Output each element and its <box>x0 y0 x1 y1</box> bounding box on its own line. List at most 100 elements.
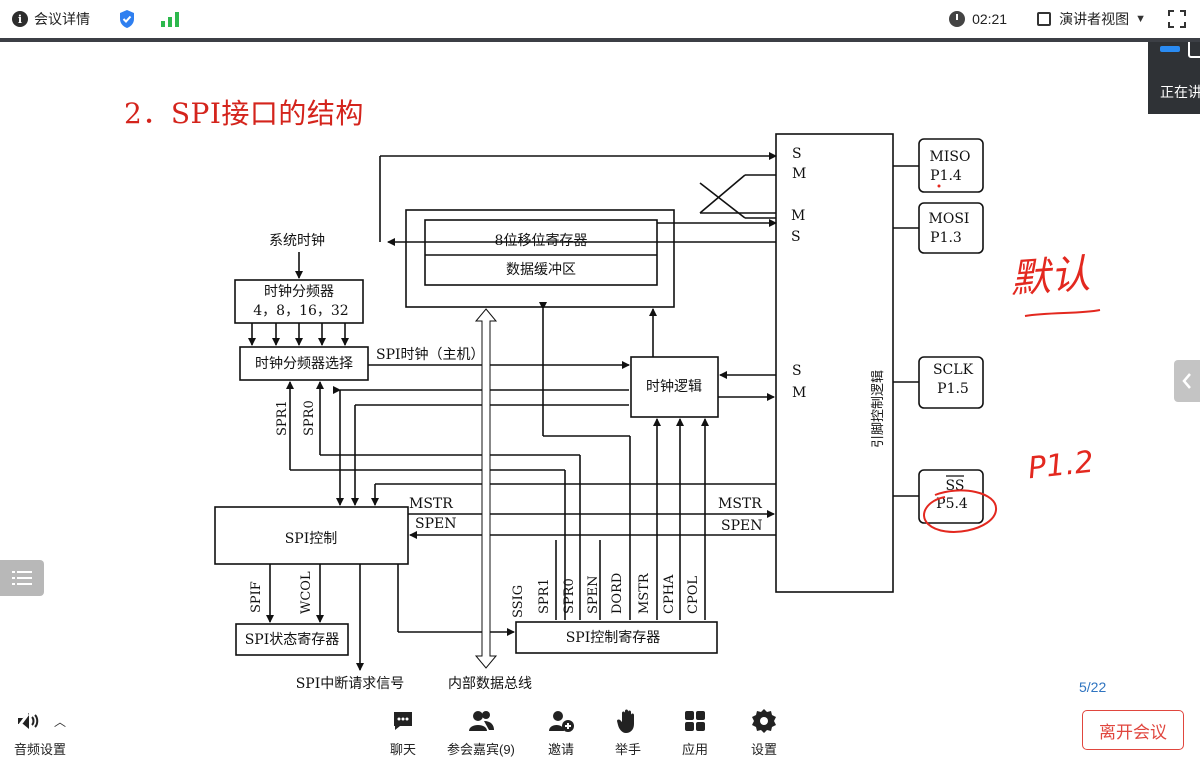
window-icon[interactable] <box>1188 42 1200 58</box>
shift-register-inner-box <box>424 219 658 286</box>
divider-select-box <box>239 346 369 381</box>
chat-button[interactable]: 聊天 <box>390 708 416 758</box>
fullscreen-icon[interactable] <box>1168 10 1186 28</box>
raise-hand-label: 举手 <box>615 742 642 757</box>
miso-label: MISO <box>930 149 971 165</box>
divider-select-label: 时钟分频器选择 <box>255 355 353 372</box>
apps-button[interactable]: 应用 <box>682 708 708 758</box>
speaker-view-button[interactable]: 演讲者视图 <box>1059 11 1130 27</box>
raise-hand-button[interactable]: 举手 <box>615 708 641 758</box>
ctrl-bit-dord: DORD <box>610 573 625 614</box>
raise-hand-icon <box>617 709 634 733</box>
top-bar: i 会议详情 02:21 演讲者视图 ▼ <box>0 0 1200 42</box>
red-circle-annotation <box>923 489 997 533</box>
settings-button[interactable]: 设置 <box>751 708 777 758</box>
info-icon[interactable]: i <box>12 11 28 27</box>
collapse-panel-button[interactable] <box>1174 360 1200 402</box>
ctrl-bit-cpha: CPHA <box>662 574 677 614</box>
speaking-label: 正在讲 <box>1160 84 1200 100</box>
add-user-icon <box>549 711 574 732</box>
m-clock-label: M <box>792 385 806 401</box>
slide-title: 2．SPI接口的结构 <box>124 97 364 130</box>
speaker-muted-icon <box>14 713 39 731</box>
divider-values-label: 4，8，16，32 <box>253 303 348 319</box>
s-second-label: S <box>791 229 801 245</box>
audio-settings-label: 音频设置 <box>14 742 67 757</box>
spi-clock-master-label: SPI时钟（主机） <box>376 346 485 363</box>
list-icon <box>12 571 32 585</box>
meeting-details-label[interactable]: 会议详情 <box>34 11 90 27</box>
spi-control-register-box <box>515 621 718 654</box>
sclk-label: SCLK <box>933 362 974 378</box>
clock-divider-label: 时钟分频器 <box>264 283 334 300</box>
participants-button[interactable]: 参会嘉宾(9) <box>447 708 515 758</box>
audio-settings-button[interactable]: ︿ 音频设置 <box>14 708 66 758</box>
slide-list-button[interactable] <box>0 560 44 596</box>
internal-bus-label: 内部数据总线 <box>448 676 532 692</box>
chevron-up-icon[interactable]: ︿ <box>54 714 67 729</box>
chevron-down-icon[interactable]: ▼ <box>1135 13 1146 25</box>
sclk-pin-label: P1.5 <box>937 381 969 397</box>
shield-check-icon[interactable] <box>118 9 136 29</box>
wcol-label: WCOL <box>299 571 314 614</box>
ctrl-bit-spen: SPEN <box>586 575 601 614</box>
data-buffer-label: 数据缓冲区 <box>506 262 576 278</box>
mosi-pin-label: P1.3 <box>930 230 962 246</box>
gear-icon <box>752 709 776 733</box>
participants-icon <box>468 711 494 731</box>
speaker-view-icon[interactable] <box>1037 12 1052 26</box>
ctrl-bit-ssig: SSIG <box>511 585 526 618</box>
speaker-indicator-icon <box>1160 46 1180 52</box>
bottom-toolbar: ︿ 音频设置 聊天 参会嘉宾(9) 邀请 <box>0 700 1200 763</box>
m-second-label: M <box>791 208 805 224</box>
invite-button[interactable]: 邀请 <box>547 708 575 758</box>
invite-label: 邀请 <box>547 742 574 757</box>
ctrl-bit-spr1: SPR1 <box>537 578 552 614</box>
meeting-info[interactable]: i 会议详情 <box>12 9 180 29</box>
ctrl-bit-cpol: CPOL <box>686 576 701 614</box>
pin-control-logic-box <box>775 133 894 593</box>
spif-label: SPIF <box>249 581 264 613</box>
internal-bus-arrow <box>474 308 498 669</box>
mstr-left-label: MSTR <box>409 496 453 512</box>
apps-grid-icon <box>685 711 705 731</box>
ctrl-bit-mstr: MSTR <box>637 572 652 614</box>
apps-label: 应用 <box>682 742 709 757</box>
s-clock-label: S <box>792 363 802 379</box>
page-indicator: 5/22 <box>1079 679 1107 695</box>
mosi-label: MOSI <box>929 211 970 227</box>
interrupt-signal-label: SPI中断请求信号 <box>296 676 405 692</box>
spi-status-register-label: SPI状态寄存器 <box>245 631 340 648</box>
spi-control-box <box>214 506 409 565</box>
red-dot-annotation <box>937 184 941 188</box>
spi-structure-diagram: 8位移位寄存器 数据缓冲区 系统时钟 时钟分频器 4，8，16，32 时钟分频器… <box>214 133 1101 692</box>
spen-left-label: SPEN <box>415 516 456 532</box>
chat-label: 聊天 <box>390 742 417 757</box>
miso-pin-box <box>918 138 984 193</box>
handwritten-p12-note: P1.2 <box>1026 444 1096 487</box>
handwritten-default-note: 默认 <box>1008 251 1092 303</box>
signal-bars-icon[interactable] <box>160 11 180 27</box>
clock-logic-box <box>630 356 719 418</box>
chevron-left-icon <box>1182 373 1191 389</box>
spr0-label: SPR0 <box>302 400 317 436</box>
red-underline-annotation <box>1024 309 1101 317</box>
miso-pin-label: P1.4 <box>930 168 962 184</box>
settings-label: 设置 <box>751 742 778 757</box>
clock-logic-label: 时钟逻辑 <box>646 378 702 395</box>
speaker-panel[interactable]: 正在讲 <box>1148 42 1200 114</box>
shift-register-outer-box <box>405 209 675 308</box>
spi-status-register-box <box>235 623 349 656</box>
system-clock-label: 系统时钟 <box>269 232 325 249</box>
shift-register-label: 8位移位寄存器 <box>495 232 588 249</box>
spi-control-register-label: SPI控制寄存器 <box>566 629 661 646</box>
participants-label: 参会嘉宾(9) <box>447 742 515 757</box>
clock-icon <box>949 11 966 27</box>
meeting-timer: 02:21 <box>972 11 1008 27</box>
spi-control-label: SPI控制 <box>285 531 338 547</box>
spen-right-label: SPEN <box>721 518 762 534</box>
chat-icon <box>394 712 412 730</box>
ss-pin-label: P5.4 <box>936 496 968 512</box>
mstr-right-label: MSTR <box>718 496 762 512</box>
leave-meeting-button[interactable]: 离开会议 <box>1082 710 1184 750</box>
